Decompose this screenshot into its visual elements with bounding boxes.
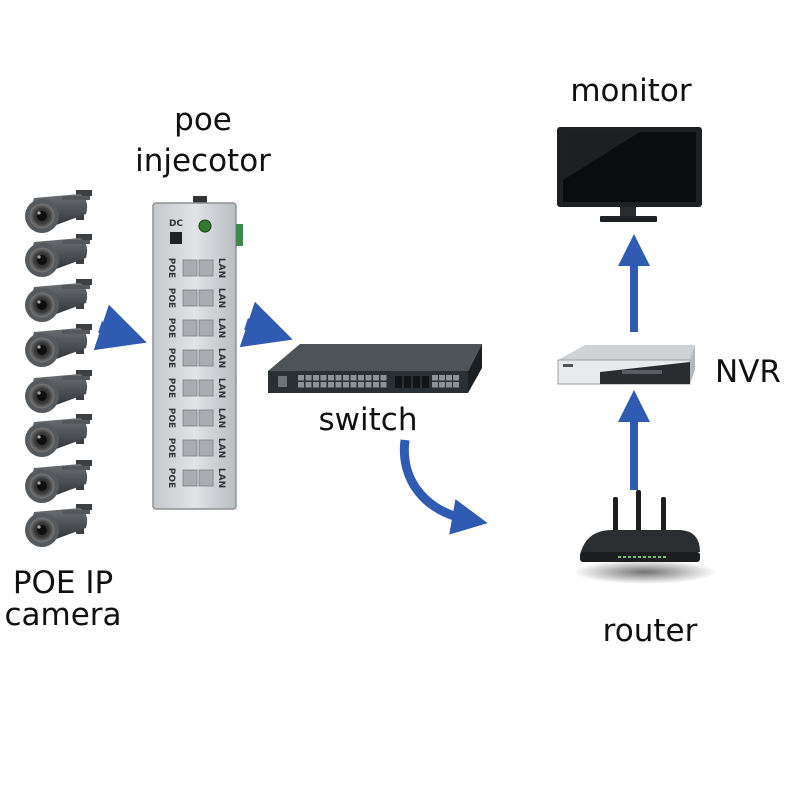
switch-port [358,375,364,381]
poe-port-label: POE [166,258,176,278]
camera-label-line2: camera [4,597,121,633]
lan-port [198,319,214,337]
switch-port [350,375,357,381]
switch-port [305,382,312,388]
switch-port [380,382,387,388]
lan-port-label: LAN [216,258,226,278]
ip-camera [25,279,92,322]
poe-port-label: POE [166,378,176,398]
ip-camera [25,414,92,457]
lan-port [198,259,214,277]
switch-port [343,382,349,388]
switch-device [268,344,482,393]
switch-port [320,382,327,388]
switch-port [373,382,379,388]
lan-port [198,379,214,397]
switch-port [320,375,327,381]
switch-port [373,375,379,381]
poe-port-label: POE [166,318,176,338]
ip-camera [25,460,92,503]
poe-port [182,379,198,397]
nvr-device [557,345,695,385]
monitor-label: monitor [570,73,692,109]
lan-port [198,289,214,307]
poe-port-label: POE [166,408,176,428]
switch-port [358,382,364,388]
poe-port [182,349,198,367]
lan-port [198,409,214,427]
ip-camera [25,234,92,277]
lan-port [198,349,214,367]
injector-port-column: POE LAN POE LAN POE LAN POE LAN POE LAN POE LAN POE L… [166,258,226,488]
camera-to-injector-arrow [93,304,147,351]
ip-camera [25,504,92,547]
monitor-device [557,127,702,222]
switch-port [335,382,342,388]
lan-port-label: LAN [216,438,226,458]
poe-port [182,319,198,337]
lan-port-label: LAN [216,288,226,308]
poe-port-label: POE [166,438,176,458]
ip-camera [25,370,92,413]
switch-port [298,382,304,388]
lan-port [198,439,214,457]
switch-port [328,382,334,388]
poe-port-label: POE [166,288,176,308]
switch-port [313,375,319,381]
switch-port-panel [278,375,459,388]
switch-port [328,375,334,381]
poe-port [182,409,198,427]
lan-port-label: LAN [216,378,226,398]
poe-port [182,289,198,307]
switch-port [365,375,372,381]
ip-camera [25,324,92,367]
lan-port-label: LAN [216,468,226,488]
injector-to-switch-arrow [239,301,293,348]
switch-port [350,382,357,388]
ip-camera [25,190,92,233]
poe-injector-label-line1: poe [174,102,232,138]
poe-injector-label-line2: injecotor [135,143,271,179]
poe-port-label: POE [166,348,176,368]
router-label: router [603,613,698,649]
lan-port-label: LAN [216,318,226,338]
switch-port [305,375,312,381]
switch-port [313,382,319,388]
switch-port [298,375,304,381]
switch-to-router-arrow [399,439,488,535]
nvr-label: NVR [715,354,781,390]
switch-label: switch [319,402,418,438]
switch-port [335,375,342,381]
poe-port [182,259,198,277]
lan-port-label: LAN [216,408,226,428]
lan-port [198,469,214,487]
dc-port-label: DC [169,219,183,229]
lan-port-label: LAN [216,348,226,368]
poe-port-label: POE [166,468,176,488]
switch-port [380,375,387,381]
camera-label-line1: POE IP [13,565,113,601]
ip-camera-group [25,190,92,547]
switch-port [365,382,372,388]
poe-port [182,439,198,457]
switch-port [343,375,349,381]
poe-port [182,469,198,487]
router-device [573,490,717,584]
